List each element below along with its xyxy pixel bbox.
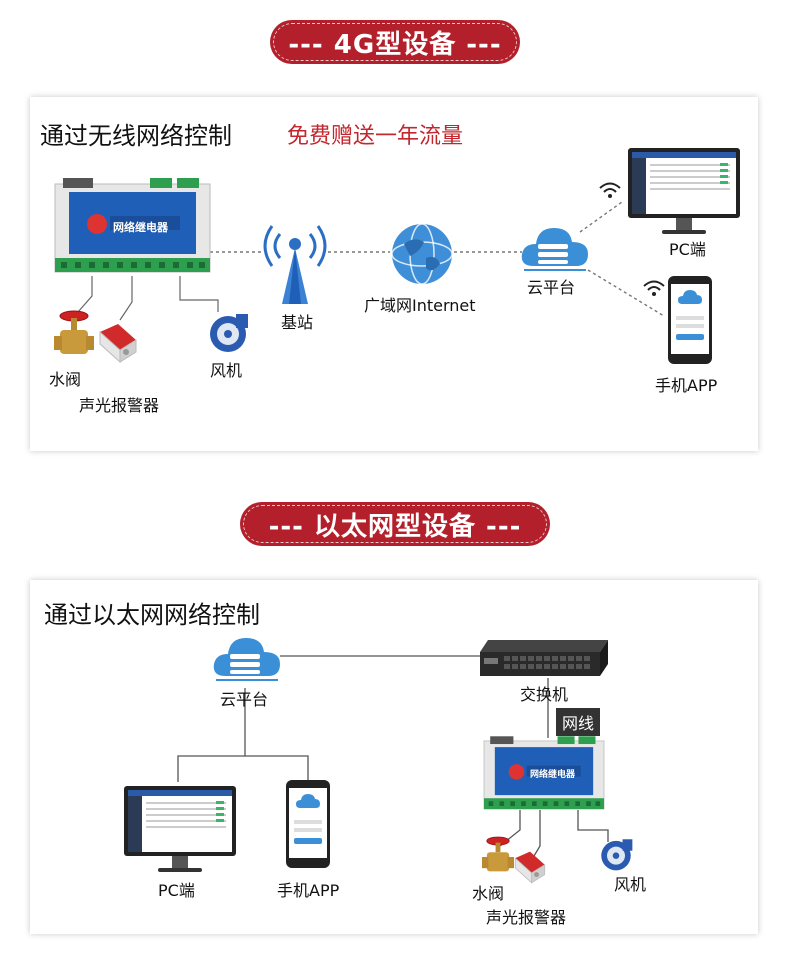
- label-pc-ethernet: PC端: [158, 881, 195, 900]
- label-phone-ethernet: 手机APP: [277, 881, 340, 900]
- label-cloud-ethernet: 云平台: [220, 690, 269, 709]
- alarm-icon-ethernet: [514, 851, 546, 884]
- banner-ethernet-text: --- 以太网型设备 ---: [268, 511, 522, 542]
- phone-icon: [668, 276, 712, 364]
- label-fan-4g: 风机: [210, 361, 243, 380]
- connections-4g: [77, 201, 665, 321]
- phone-icon-ethernet: [286, 780, 330, 868]
- valve-icon-ethernet: [482, 836, 514, 872]
- label-cable: 网线: [556, 708, 601, 736]
- network-switch-icon: [480, 640, 608, 676]
- pc-monitor-icon: [628, 148, 740, 234]
- label-internet: 广域网Internet: [364, 296, 476, 315]
- label-alarm-4g: 声光报警器: [79, 396, 160, 415]
- panel-ethernet: [30, 580, 758, 934]
- banner-ethernet: --- 以太网型设备 ---: [240, 502, 550, 546]
- heading-4g: 通过无线网络控制: [40, 122, 232, 150]
- promo-text: 免费赠送一年流量: [287, 124, 464, 149]
- relay-title-ethernet: 网络继电器: [530, 770, 576, 780]
- label-pc-4g: PC端: [669, 240, 706, 259]
- label-valve-ethernet: 水阀: [472, 884, 505, 903]
- banner-4g-text: --- 4G型设备 ---: [288, 29, 502, 60]
- label-cloud-4g: 云平台: [527, 278, 576, 297]
- relay-device-4g: [54, 178, 211, 273]
- label-phone-4g: 手机APP: [655, 376, 718, 395]
- relay-title-4g: 网络继电器: [113, 221, 168, 234]
- alarm-icon: [99, 324, 137, 364]
- heading-ethernet: 通过以太网网络控制: [44, 601, 260, 629]
- fan-icon: [210, 314, 248, 352]
- valve-icon: [54, 310, 94, 354]
- fan-icon-ethernet: [601, 839, 633, 871]
- label-valve-4g: 水阀: [49, 370, 82, 389]
- wifi-icon-phone: [643, 280, 665, 296]
- cloud-icon: [521, 228, 588, 271]
- tower-icon: [263, 225, 327, 304]
- relay-device-ethernet: [483, 736, 605, 810]
- globe-icon: [391, 223, 453, 285]
- pc-monitor-icon-ethernet: [124, 786, 236, 872]
- label-fan-ethernet: 风机: [614, 875, 647, 894]
- label-base-station: 基站: [281, 313, 314, 332]
- label-alarm-ethernet: 声光报警器: [486, 908, 567, 927]
- banner-4g: --- 4G型设备 ---: [270, 20, 520, 64]
- wifi-icon: [599, 182, 621, 198]
- label-switch: 交换机: [520, 685, 569, 704]
- cloud-icon-ethernet: [213, 638, 280, 681]
